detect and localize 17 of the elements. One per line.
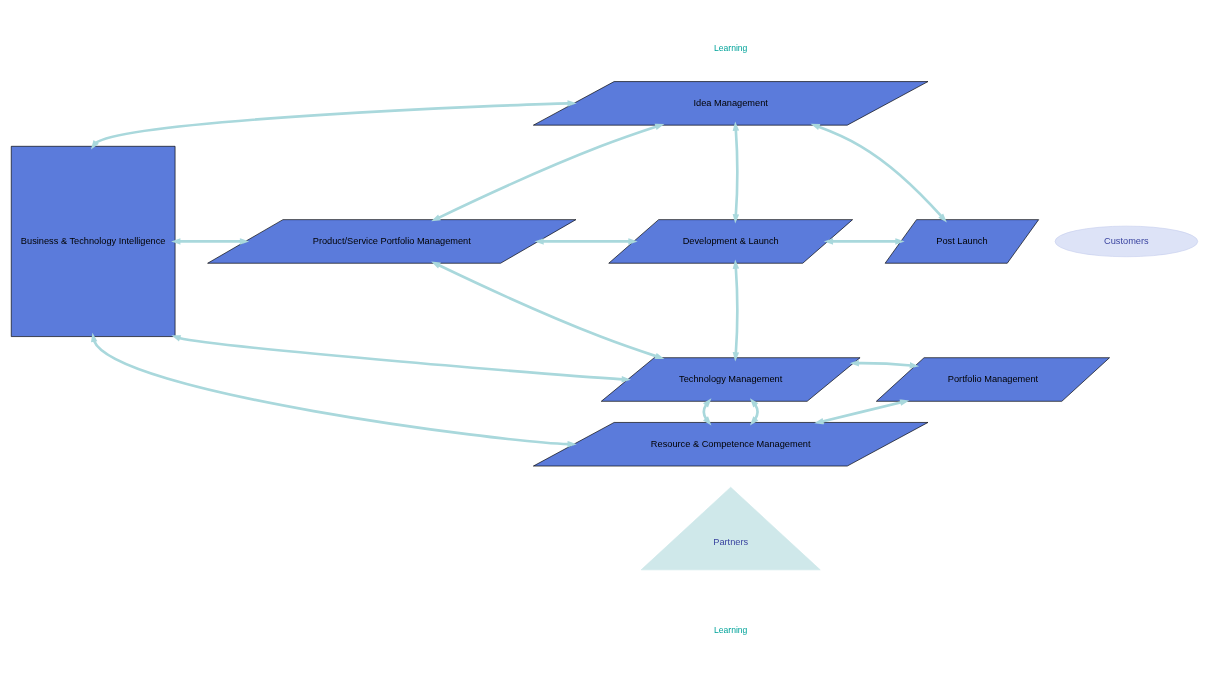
- node-ellipse: Customers: [1054, 225, 1199, 258]
- arrow: [90, 100, 577, 150]
- arrow: [810, 123, 947, 223]
- node-box: Business & Technology Intelligence: [10, 146, 176, 337]
- label: Learning: [713, 42, 748, 53]
- arrow: [534, 238, 638, 245]
- arrow: [823, 238, 905, 245]
- arrow: [814, 399, 910, 425]
- arrow: [91, 332, 577, 448]
- arrow: [849, 359, 920, 369]
- arrow: [732, 259, 740, 362]
- arrow: [732, 121, 740, 224]
- arrow: [431, 261, 665, 360]
- label: Learning: [713, 624, 748, 635]
- arrow: [431, 123, 665, 222]
- arrow: [171, 335, 631, 383]
- arrow: [171, 238, 250, 245]
